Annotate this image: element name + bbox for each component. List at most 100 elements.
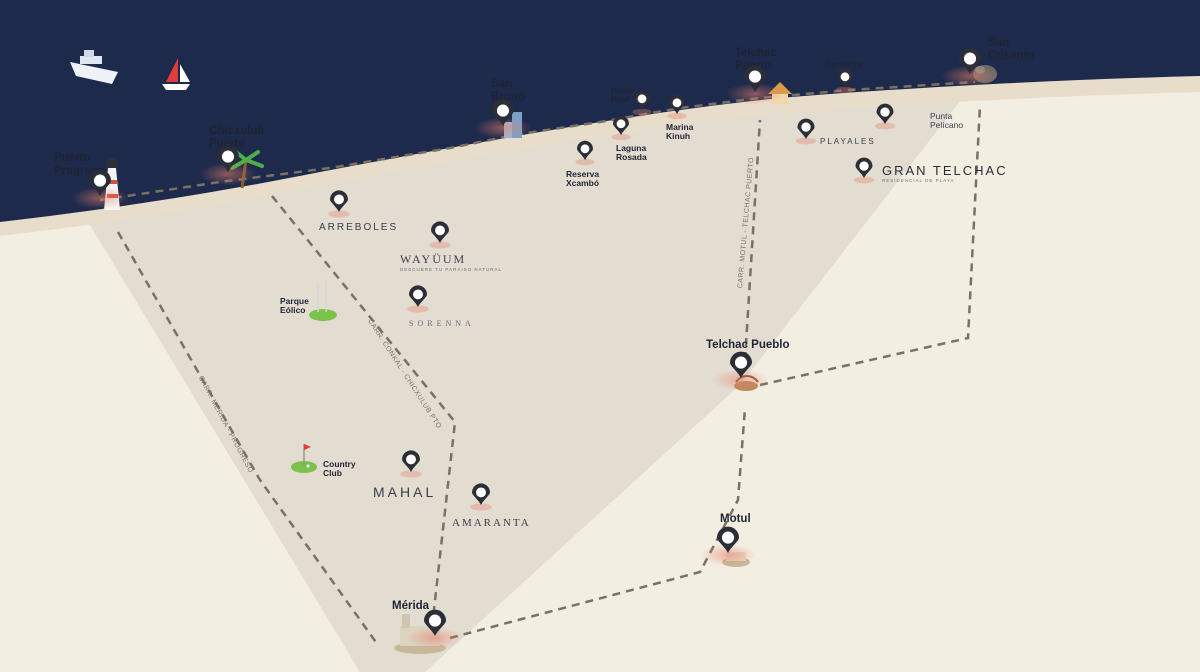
brand-arreboles: ARREBOLES [319,222,399,233]
pin-telchac-puerto-glow [726,83,784,105]
brand-gran-telchac-tagline: RESIDENCIAL DE PLAYA [882,178,955,183]
pin-chicxulub-puerto-glow [199,163,257,185]
pin-reserva-xcambo-dot [580,144,590,154]
pin-telchac-pueblo[interactable] [712,351,770,391]
pin-amaranta-shadow [470,503,492,511]
pin-gran-telchac[interactable] [853,157,875,184]
pin-punta-pelicano[interactable] [874,103,896,130]
road-motul-telchac [743,119,762,361]
road-conkal-chicxulub [271,195,457,646]
wind-turbines-icon [309,280,337,321]
pin-puerto-progreso-dot [93,174,107,187]
road-merida-progreso [116,231,380,646]
brand-wayuum: WAYÜUM DESCUBRE TU PARAISO NATURAL [400,252,502,272]
pin-san-crisanto-dot [963,52,977,65]
label-parque-eolico: Parque Eólico [280,296,309,316]
pin-wayuum-shadow [429,241,451,249]
pin-chicxulub-puerto[interactable] [199,145,257,185]
label-reserva-xcambo: Reserva Xcambó [566,169,600,189]
label-marina-kinuh: Marina Kinuh [666,122,694,142]
pin-amaranta-dot [476,487,486,498]
pin-coraletta-shadow [835,86,855,94]
pin-sorenna[interactable] [407,285,429,313]
pin-merida-dot [428,614,442,627]
pin-telchac-puerto[interactable] [726,65,784,105]
pin-playales-shadow [795,137,817,145]
beach [0,76,1200,236]
label-motul: Motul [720,513,751,525]
pin-marina-kinuh[interactable] [667,94,687,120]
pin-coraletta-dot [840,72,850,82]
pin-mahal-shadow [400,470,422,478]
pin-telchac-pueblo-dot [734,356,748,369]
pin-punta-pelicano-dot [880,107,890,117]
pin-san-crisanto[interactable] [941,47,999,87]
pin-hotel-reef-shadow [632,108,652,116]
pin-laguna-rosada[interactable] [611,115,631,141]
brand-mahal: MAHAL [373,484,437,500]
pin-motul-dot [721,531,735,544]
brand-gran-telchac: GRAN TELCHAC RESIDENCIAL DE PLAYA [882,163,1008,183]
label-punta-pelicano: Punta Pelícano [930,111,964,131]
pin-marina-kinuh-dot [672,98,682,108]
label-country-club: Country Club [323,459,356,479]
pin-playales[interactable] [795,118,817,145]
pin-mahal-dot [406,454,416,465]
pin-gran-telchac-shadow [853,176,875,184]
pin-telchac-puerto-dot [748,70,762,83]
sailboat-icon [162,58,190,90]
pin-sorenna-shadow [407,305,429,313]
pin-san-bruno-glow [474,117,532,139]
pin-arreboles-dot [334,194,344,205]
pin-sorenna-dot [413,289,423,300]
pin-merida[interactable] [406,609,464,649]
pin-reserva-xcambo-shadow [575,158,595,166]
label-san-crisanto: San Crisanto [988,37,1035,62]
pin-coraletta[interactable] [835,68,855,94]
pin-hotel-reef-dot [637,94,647,104]
label-chicxulub-puerto: Chicxulub Puerto [209,125,265,150]
road-telchac-sancrisanto [759,104,982,387]
label-hotel-reef: Hotel Reef [611,85,633,105]
pin-puerto-progreso[interactable] [71,169,129,209]
pin-san-bruno[interactable] [474,99,532,139]
pin-arreboles-shadow [328,210,350,218]
pin-motul-glow [699,544,757,566]
pin-motul[interactable] [699,526,757,566]
pin-chicxulub-puerto-dot [221,150,235,163]
brand-playales: PLAYALES [820,137,876,146]
coastal-road [99,80,976,202]
pin-puerto-progreso-glow [71,187,129,209]
pin-amaranta[interactable] [470,483,492,511]
cruise-ship-icon [70,50,118,84]
label-telchac-pueblo: Telchac Pueblo [706,339,790,351]
pin-reserva-xcambo[interactable] [575,140,595,166]
pin-laguna-rosada-dot [616,119,626,129]
pin-merida-glow [406,627,464,649]
pin-laguna-rosada-shadow [611,133,631,141]
label-laguna-rosada: Laguna Rosada [616,143,647,163]
pin-hotel-reef[interactable] [632,90,652,116]
brand-amaranta: AMARANTA [452,517,531,529]
pin-playales-dot [801,122,811,132]
pin-telchac-pueblo-glow [712,369,770,391]
pin-gran-telchac-dot [859,161,869,171]
pin-mahal[interactable] [400,450,422,478]
label-merida: Mérida [392,600,430,612]
label-san-bruno: San Bruno [491,78,525,103]
pin-san-bruno-dot [496,104,510,117]
brand-gran-telchac-name: GRAN TELCHAC [882,163,1008,178]
label-coraletta: Coraletta [825,59,862,69]
pin-marina-kinuh-shadow [667,112,687,120]
development-zone [78,82,975,672]
pin-arreboles[interactable] [328,190,350,218]
sea [0,0,1200,222]
golf-icon [291,444,317,473]
brand-wayuum-name: WAYÜUM [400,252,467,266]
pin-wayuum-dot [435,225,445,236]
pin-wayuum[interactable] [429,221,451,249]
brand-wayuum-tagline: DESCUBRE TU PARAISO NATURAL [400,267,503,272]
